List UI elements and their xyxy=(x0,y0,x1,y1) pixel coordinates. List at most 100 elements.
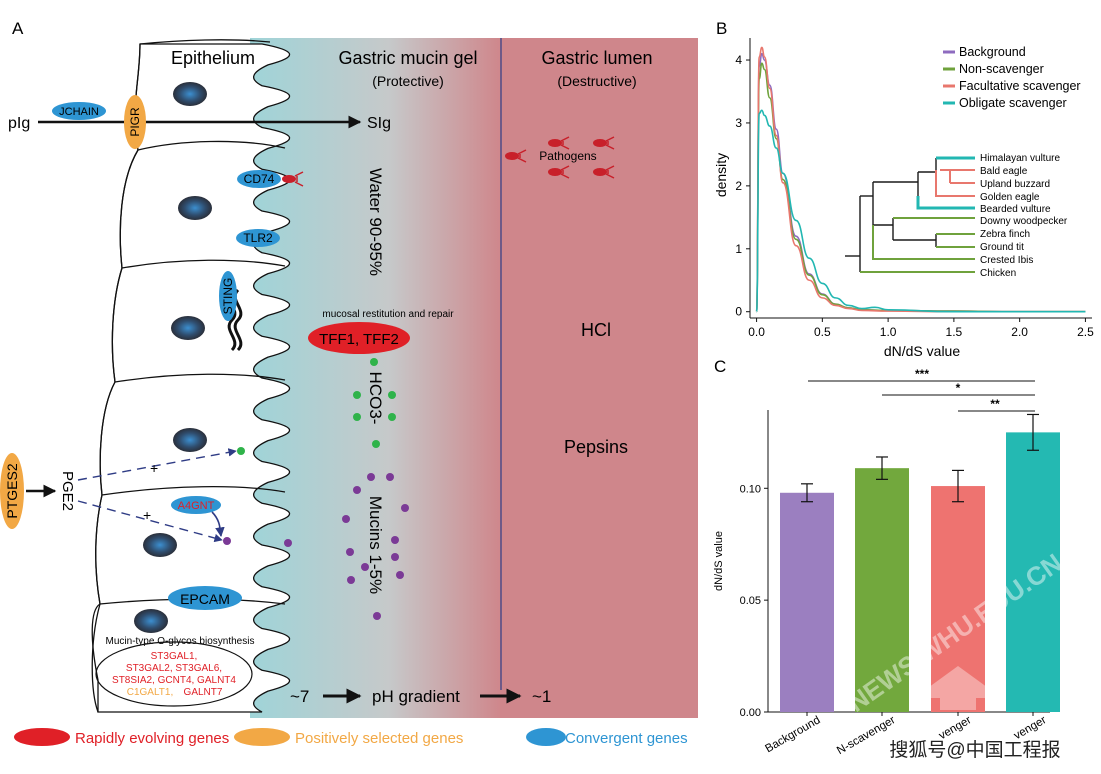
nucleus-5 xyxy=(143,533,177,557)
panel-c-letter: C xyxy=(714,357,726,376)
sig-label-2: * xyxy=(956,381,961,395)
nucleus-2 xyxy=(178,196,212,220)
epcam-gene-oval xyxy=(168,586,242,610)
taxon-label: Golden eagle xyxy=(980,192,1040,203)
density-xlabel: dN/dS value xyxy=(884,343,960,359)
pathogen-4 xyxy=(548,165,570,179)
density-ytick-label: 0 xyxy=(735,305,742,319)
legend-label: Background xyxy=(959,45,1026,59)
panel-a-letter: A xyxy=(12,19,24,38)
pigr-gene-oval xyxy=(124,95,146,149)
sig-label-3: ** xyxy=(990,397,1000,411)
epithelium-header: Epithelium xyxy=(171,48,255,68)
mucin-dot xyxy=(373,612,381,620)
legend-rapid-label: Rapidly evolving genes xyxy=(75,730,229,747)
bar-ytick-label: 0.00 xyxy=(740,707,761,719)
mucin-dot xyxy=(367,473,375,481)
gastric-lumen-region xyxy=(500,38,698,718)
pathogens-group xyxy=(505,136,615,179)
cell-top xyxy=(139,39,271,45)
tlr2-gene-oval xyxy=(236,229,280,247)
plus-sign-2: + xyxy=(143,507,151,523)
cell-left-2 xyxy=(119,149,139,269)
taxon-label: Ground tit xyxy=(980,242,1024,253)
pathogen-2 xyxy=(593,136,615,150)
mucin-dot xyxy=(361,563,369,571)
ph-left-label: ~7 xyxy=(290,687,309,706)
jchain-label: JCHAIN xyxy=(59,106,99,118)
hco3-dot xyxy=(372,440,380,448)
bar-o-scavenger xyxy=(1006,432,1060,712)
pge2-to-hco3-arrow xyxy=(77,448,237,481)
cell-divider-4 xyxy=(101,486,286,496)
taxon-label: Crested Ibis xyxy=(980,255,1033,266)
mucin-dot xyxy=(284,539,292,547)
a4gnt-gene-oval xyxy=(171,496,221,514)
mucin-dot xyxy=(391,553,399,561)
watermark-building-logo xyxy=(918,666,998,710)
cell-divider-1 xyxy=(137,140,286,151)
cell-divider-2 xyxy=(121,259,286,269)
mucin-dot xyxy=(346,548,354,556)
ptges2-label: PTGES2 xyxy=(4,463,20,518)
pathogen-bound-cd74 xyxy=(282,171,304,187)
density-xtick-label: 0.0 xyxy=(748,325,765,339)
pge2-to-mucin-arrow xyxy=(77,500,223,543)
density-xtick-label: 0.5 xyxy=(814,325,831,339)
density-ytick-label: 3 xyxy=(735,116,742,130)
legend-positive-label: Positively selected genes xyxy=(295,730,463,747)
density-line-obligate-scavenger xyxy=(755,109,1086,313)
bar-category-label: Background xyxy=(763,714,822,755)
legend-convergent-swatch xyxy=(526,728,566,746)
nucleus-4 xyxy=(173,428,207,452)
tff-gene-oval xyxy=(308,322,410,354)
plus-sign-1: + xyxy=(150,460,158,476)
phylogeny-labels: Himalayan vulture Bald eagle Upland buzz… xyxy=(980,153,1068,279)
pigr-label: PIGR xyxy=(128,107,142,137)
mucin-dot xyxy=(396,571,404,579)
branch-facultative xyxy=(935,170,975,197)
nucleus-3 xyxy=(171,316,205,340)
bar-ytick-label: 0.10 xyxy=(740,483,761,495)
legend-label: Obligate scavenger xyxy=(959,96,1067,110)
density-xtick-label: 1.0 xyxy=(880,325,897,339)
cell-divider-3 xyxy=(114,373,286,383)
pathogen-3 xyxy=(505,149,527,163)
sting-gene-oval xyxy=(219,271,237,321)
water-label: Water 90-95% xyxy=(366,168,385,276)
density-ytick-label: 1 xyxy=(735,242,742,256)
tlr2-label: TLR2 xyxy=(243,231,273,245)
hco3-dot xyxy=(353,413,361,421)
ph-right-label: ~1 xyxy=(532,687,551,706)
density-xtick-label: 1.5 xyxy=(946,325,963,339)
density-xtick-label: 2.0 xyxy=(1011,325,1028,339)
glycos-gene-line-4a: C1GALT1, xyxy=(127,687,174,698)
cell-left-6 xyxy=(91,603,101,713)
mucin-dots xyxy=(223,473,409,620)
density-ytick-label: 2 xyxy=(735,179,742,193)
cd74-label: CD74 xyxy=(244,172,275,186)
density-ylabel: density xyxy=(713,153,729,197)
mucin-dot xyxy=(342,515,350,523)
sting-label: STING xyxy=(221,278,235,315)
taxon-label: Himalayan vulture xyxy=(980,153,1060,164)
sig-label: SIg xyxy=(367,115,391,132)
hco3-label: HCO3- xyxy=(366,372,385,425)
lumen-header: Gastric lumen xyxy=(541,48,652,68)
hco3-dot xyxy=(388,391,396,399)
pathogens-label: Pathogens xyxy=(539,149,596,163)
mucin-gel-subheader: (Protective) xyxy=(372,73,444,89)
taxon-label: Zebra finch xyxy=(980,229,1030,240)
bar-f-scavenger xyxy=(931,486,985,712)
hco3-dot-cell xyxy=(237,447,245,455)
nucleus-1 xyxy=(173,82,207,106)
pge2-label: PGE2 xyxy=(59,471,76,511)
hco3-dots xyxy=(237,358,396,455)
ptges2-gene-oval xyxy=(0,453,24,529)
legend-label: Facultative scavenger xyxy=(959,79,1081,93)
a4gnt-arrow xyxy=(211,511,225,537)
hco3-dot xyxy=(353,391,361,399)
